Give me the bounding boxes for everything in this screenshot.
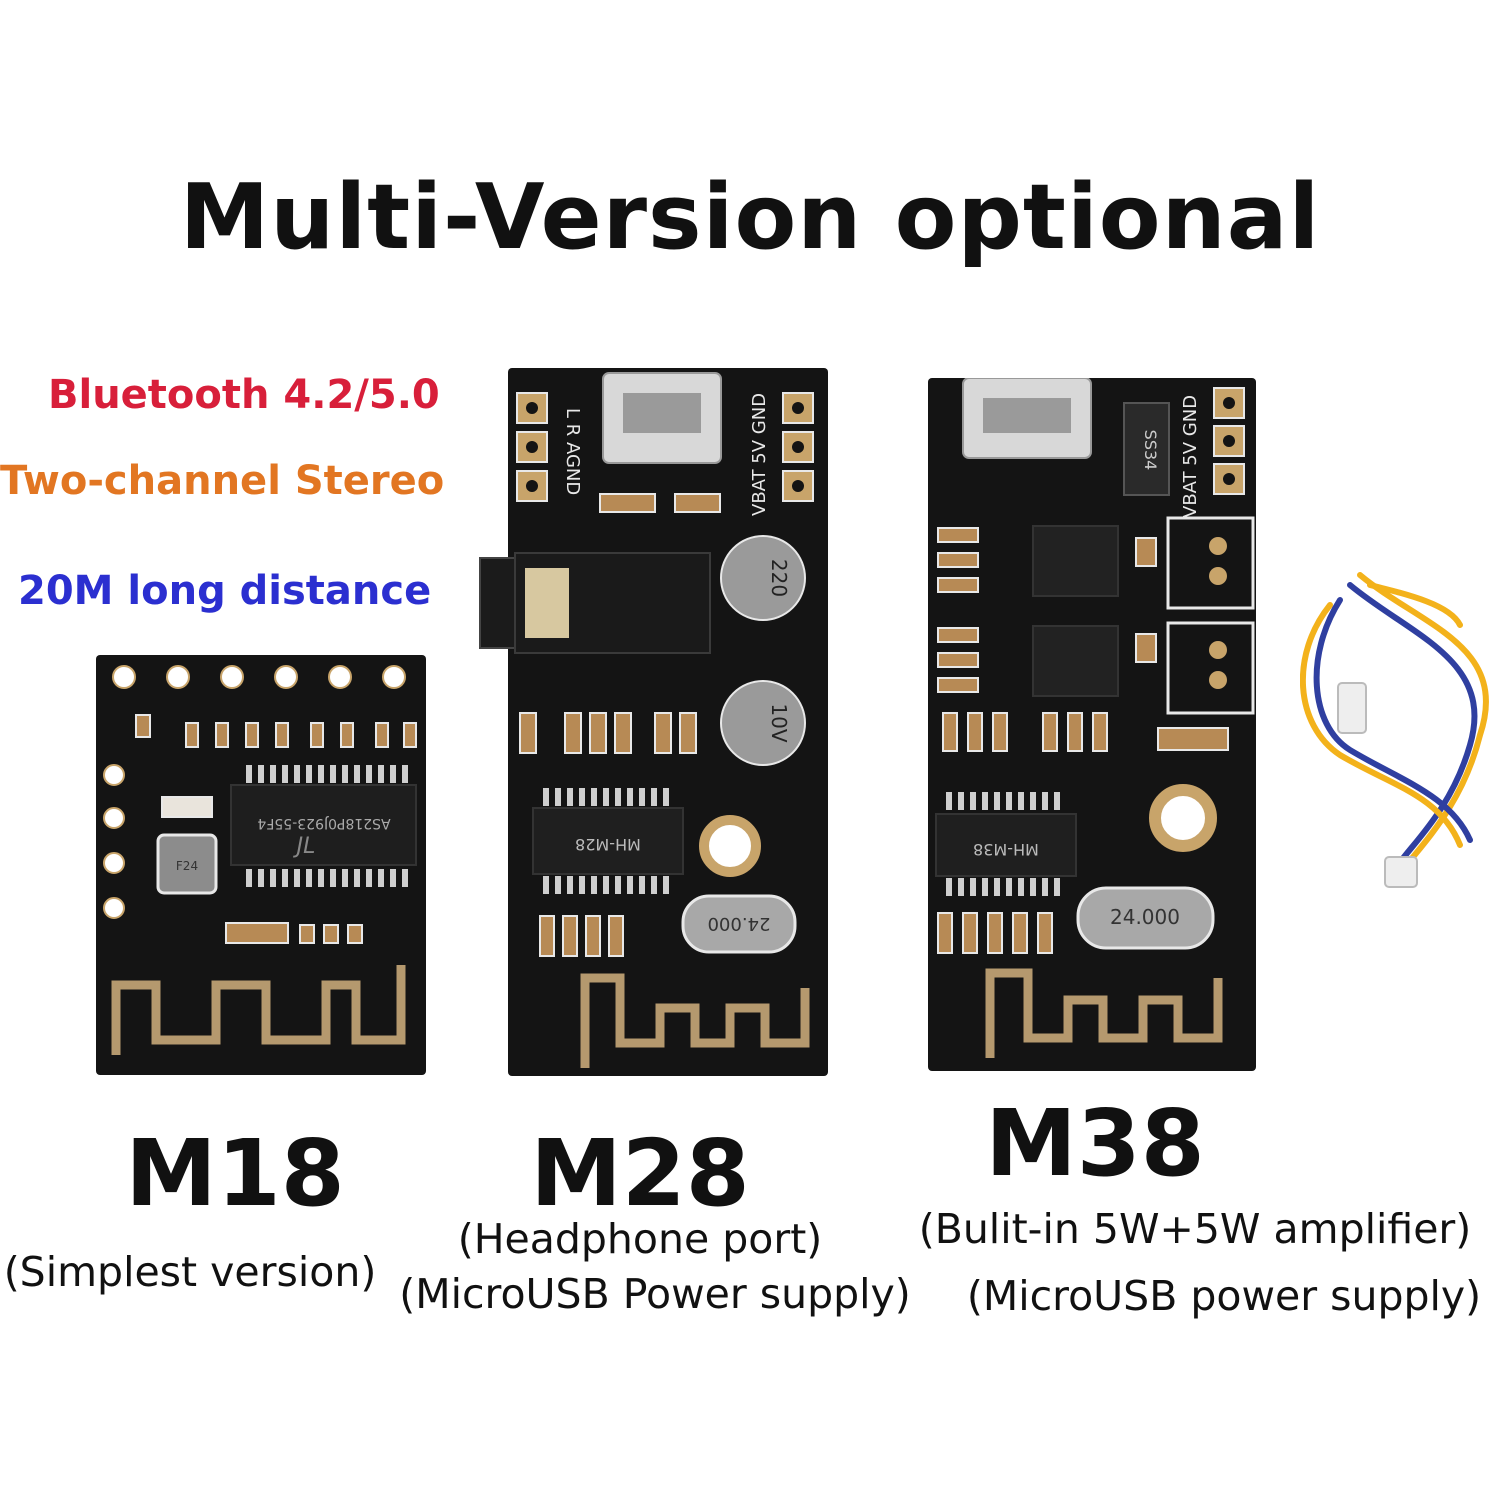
m38-board-image: SS34 VBAT 5V GND MH-M38 24.000	[928, 378, 1256, 1071]
m28-board-image: L R AGND VBAT 5V GND 220 10V MH-M28 24.0…	[479, 368, 828, 1076]
m38-model-label: M38	[985, 1090, 1205, 1197]
m28-cap1-text: 220	[767, 559, 791, 597]
speaker-wire-image	[1300, 572, 1489, 888]
m38-diode-text: SS34	[1141, 430, 1160, 471]
page-title: Multi-Version optional	[179, 165, 1321, 270]
m38-crystal-text: 24.000	[1110, 905, 1180, 929]
m18-chip-text: AS218P0J923-55F4	[257, 815, 390, 831]
m28-description-2: (MicroUSB Power supply)	[399, 1270, 911, 1318]
m28-description-1: (Headphone port)	[457, 1215, 823, 1263]
feature-stereo: Two-channel Stereo	[0, 458, 445, 504]
m28-crystal-text: 24.000	[708, 913, 771, 934]
m28-left-pin-labels: L R AGND	[562, 408, 583, 495]
m28-right-pin-labels: VBAT 5V GND	[749, 393, 770, 516]
m18-model-label: M18	[125, 1120, 345, 1227]
feature-bluetooth: Bluetooth 4.2/5.0	[48, 372, 440, 418]
m28-model-label: M28	[530, 1120, 750, 1227]
m38-chip-text: MH-M38	[973, 840, 1039, 859]
m38-description-1: (Bulit-in 5W+5W amplifier)	[918, 1205, 1472, 1253]
m28-cap2-text: 10V	[767, 703, 791, 742]
m38-right-pin-labels: VBAT 5V GND	[1180, 395, 1201, 518]
m18-module-label: F24	[176, 859, 198, 873]
svg-text:JL: JL	[293, 834, 316, 859]
m38-description-2: (MicroUSB power supply)	[966, 1272, 1482, 1320]
m28-chip-text: MH-M28	[575, 835, 641, 854]
m18-description: (Simplest version)	[3, 1248, 377, 1296]
m18-board-image: AS218P0J923-55F4 JL F24	[96, 655, 426, 1075]
feature-distance: 20M long distance	[18, 568, 432, 614]
